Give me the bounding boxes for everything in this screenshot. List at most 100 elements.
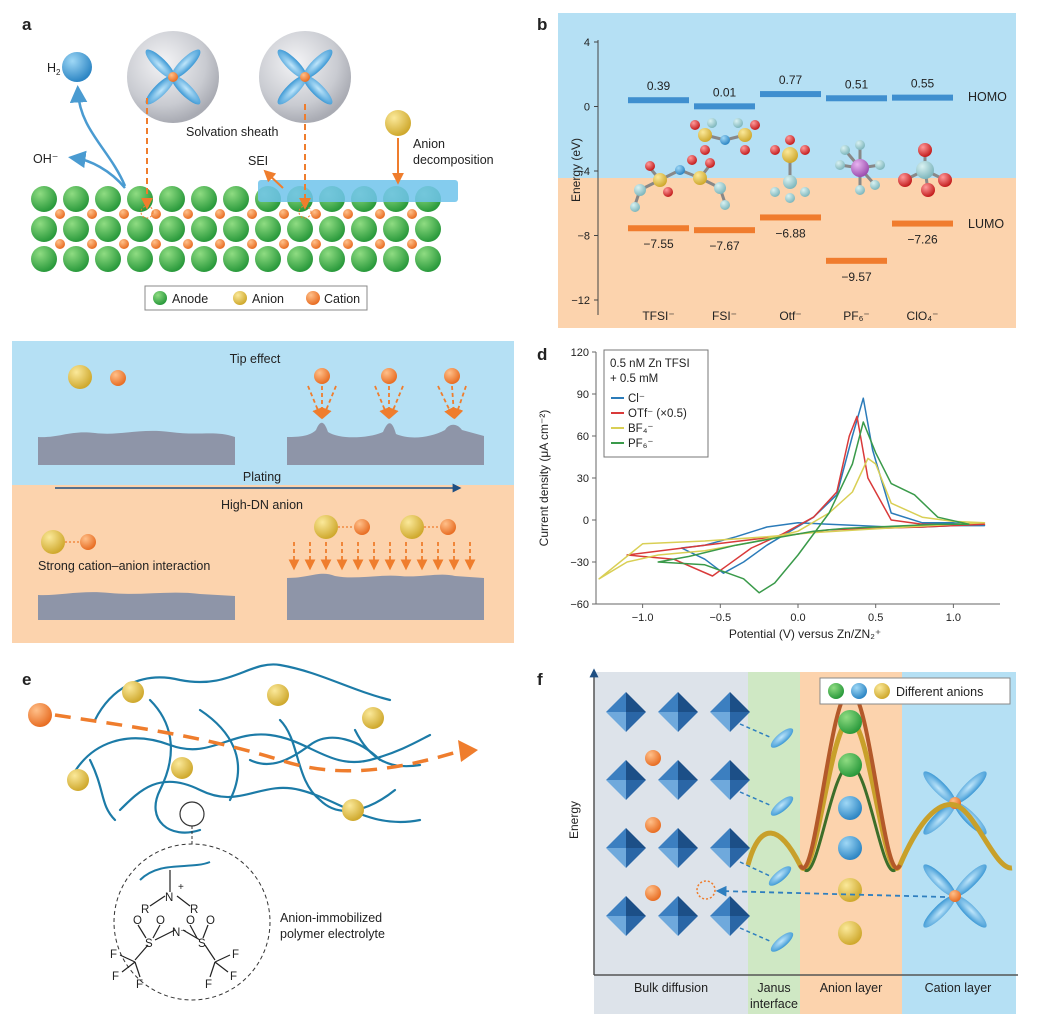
d-x-axis-label: Potential (V) versus Zn/ZN₂⁺ <box>729 627 881 641</box>
atom <box>898 173 912 187</box>
oh-label: OH⁻ <box>33 152 58 166</box>
anode-atom <box>127 186 153 212</box>
lumo-label: LUMO <box>968 217 1004 231</box>
atom <box>782 147 798 163</box>
lattice-cation <box>87 209 97 219</box>
atom <box>918 143 932 157</box>
anode-atom <box>223 216 249 242</box>
high-dn-label: High-DN anion <box>221 498 303 512</box>
pyramid-face <box>678 896 698 916</box>
cv-series-2 <box>598 457 986 580</box>
d-legend-label: Cl⁻ <box>628 393 645 405</box>
n-minus-atom: N⁻ <box>172 927 186 939</box>
o-atom-4: O <box>206 915 215 927</box>
pyramid-face <box>710 896 730 916</box>
lattice-cation <box>343 209 353 219</box>
janus-label: Janus <box>757 981 790 995</box>
cation-layer-label: Cation layer <box>925 981 992 995</box>
b-y-tick-label: −8 <box>577 231 590 243</box>
e-anion-4 <box>171 757 193 779</box>
panel-letter-e: e <box>22 670 31 689</box>
d-y-axis-label: Current density (μA cm⁻²) <box>537 410 551 547</box>
anode-atom <box>31 246 57 272</box>
tip-cation <box>444 368 460 384</box>
solvated-cation <box>168 72 178 82</box>
lattice-cation <box>215 209 225 219</box>
anode-atom <box>415 246 441 272</box>
legend-a: Anode Anion Cation <box>144 285 368 311</box>
tip-arrow <box>388 385 404 419</box>
pyramid-face <box>606 712 626 732</box>
c-anion-1 <box>68 365 92 389</box>
legend-anion-label: Anion <box>252 292 284 306</box>
pair-cation <box>354 519 370 535</box>
anion-decomp-label-2: decomposition <box>413 153 494 167</box>
pyramid-face <box>678 828 698 848</box>
atom <box>750 120 760 130</box>
lumo-bar <box>694 227 755 234</box>
o-atom-3: O <box>186 915 195 927</box>
lattice-cation <box>407 209 417 219</box>
anode-atom <box>31 186 57 212</box>
solvent-molecule <box>277 49 308 80</box>
pair-anion <box>314 515 338 539</box>
pyramid-face <box>658 780 678 800</box>
bulk-diffusion-label: Bulk diffusion <box>634 981 708 995</box>
anion-blue-2 <box>838 836 862 860</box>
pyramid-face <box>710 692 730 712</box>
strong-interaction-label: Strong cation–anion interaction <box>38 559 210 573</box>
pyramid-face <box>658 896 678 916</box>
pyramid-face <box>710 828 730 848</box>
different-anions-label: Different anions <box>896 685 983 699</box>
c-substrate-uniform <box>287 573 484 620</box>
atom <box>720 200 730 210</box>
e-anion-1 <box>122 681 144 703</box>
atom <box>738 128 752 142</box>
s-atom-1: S <box>145 938 153 950</box>
f-legend-green <box>828 683 844 699</box>
lumo-value: −7.67 <box>709 239 740 253</box>
lumo-value: −9.57 <box>841 270 872 284</box>
panel-a: a Solvation sheath H2 OH⁻ SEI Anion deco… <box>22 15 494 311</box>
homo-label: HOMO <box>968 90 1007 104</box>
homo-value: 0.51 <box>845 77 869 91</box>
d-y-tick-label: 120 <box>571 347 589 359</box>
tip-arrow <box>374 385 390 419</box>
d-legend-label: OTf⁻ (×0.5) <box>628 408 687 420</box>
anion-yellow-1 <box>838 878 862 902</box>
d-y-tick-label: −30 <box>570 557 589 569</box>
lattice-cation <box>279 239 289 249</box>
e-anion-2 <box>267 684 289 706</box>
pyramid-face <box>730 712 750 732</box>
pyramid-face <box>678 780 698 800</box>
lattice-cation <box>311 239 321 249</box>
anode-atom <box>223 246 249 272</box>
lattice-cation <box>183 209 193 219</box>
atom <box>700 145 710 155</box>
tip-arrow <box>321 385 337 419</box>
d-y-tick-label: 60 <box>577 431 589 443</box>
crystal-lattice <box>606 692 750 936</box>
f-atom-1: F <box>110 949 117 961</box>
h2-bubble <box>62 52 92 82</box>
f-y-axis-label: Energy <box>567 801 581 839</box>
atom <box>875 160 885 170</box>
atom <box>840 145 850 155</box>
anion-green-1 <box>838 710 862 734</box>
cation-path-head <box>458 740 478 762</box>
legend-cation-swatch <box>306 291 320 305</box>
anode-atom <box>159 246 185 272</box>
anion-name: PF₆⁻ <box>843 309 870 323</box>
atom <box>783 175 797 189</box>
tip-focus-arrows <box>307 368 467 420</box>
legend-cation-label: Cation <box>324 292 360 306</box>
panel-c: c Tip effect Plating High-DN anion Stron… <box>12 341 514 643</box>
atom <box>800 145 810 155</box>
pyramid-face <box>626 760 646 780</box>
o-atom-1: O <box>133 915 142 927</box>
interface-solvent <box>770 728 794 748</box>
atom <box>851 159 869 177</box>
tip-effect-label: Tip effect <box>230 352 281 366</box>
oh-arrow <box>68 150 126 189</box>
e-cation <box>28 703 52 727</box>
